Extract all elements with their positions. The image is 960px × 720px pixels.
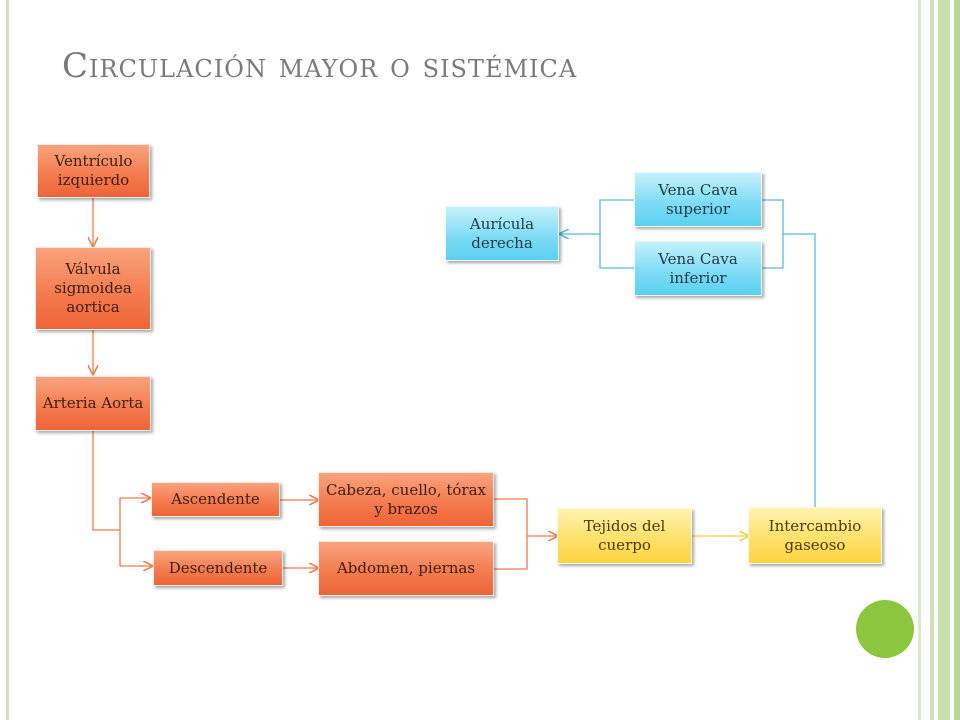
node-valvula-sigmoidea: Válvula sigmoidea aortica <box>35 247 151 330</box>
decorative-green-circle <box>856 600 914 658</box>
slide-left-border <box>6 0 9 720</box>
node-tejidos-cuerpo: Tejidos del cuerpo <box>557 508 692 564</box>
connector-venas-bracket <box>762 199 784 269</box>
node-cabeza-cuello: Cabeza, cuello, tórax y brazos <box>318 472 494 527</box>
node-ascendente: Ascendente <box>151 482 280 517</box>
node-vena-cava-superior: Vena Cava superior <box>634 172 762 227</box>
slide-right-border <box>918 0 960 720</box>
connector-aorta-branches <box>92 431 121 566</box>
node-arteria-aorta: Arteria Aorta <box>35 376 151 431</box>
slide-title: Circulación mayor o sistémica <box>62 46 578 86</box>
node-auricula-derecha: Aurícula derecha <box>445 206 559 261</box>
node-intercambio-gaseoso: Intercambio gaseoso <box>748 507 882 564</box>
connector-venas-auricula <box>560 199 634 269</box>
connector-merge-tejidos <box>494 498 557 570</box>
node-ventriculo-izquierdo: Ventrículo izquierdo <box>37 144 150 198</box>
node-descendente: Descendente <box>153 550 283 586</box>
node-abdomen-piernas: Abdomen, piernas <box>318 541 494 596</box>
node-vena-cava-inferior: Vena Cava inferior <box>634 241 762 296</box>
connector-intercambio-venas <box>783 233 816 507</box>
